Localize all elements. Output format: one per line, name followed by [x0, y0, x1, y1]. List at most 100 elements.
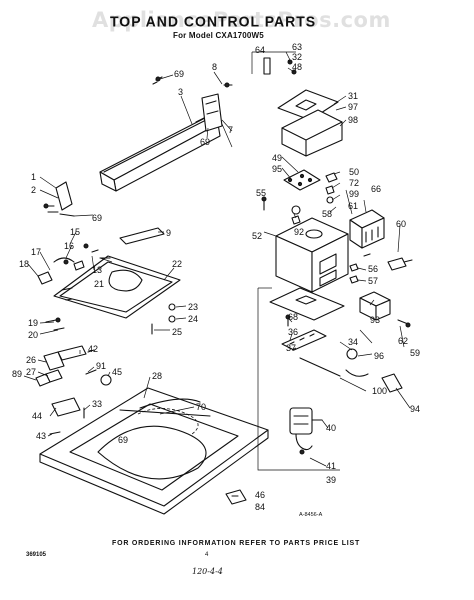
part-label-48: 48: [292, 62, 303, 72]
part-label-60: 60: [396, 219, 407, 229]
part-label-89: 89: [12, 369, 23, 379]
part-70-wire: [139, 398, 201, 409]
parts-34-96-100: [299, 348, 369, 377]
part-label-40: 40: [326, 423, 337, 433]
part-label-64: 64: [255, 45, 266, 55]
part-label-56: 56: [368, 264, 379, 274]
part-label-63: 63: [292, 42, 303, 52]
part-label-57: 57: [368, 276, 379, 286]
screws-19-20: [45, 317, 65, 331]
part-label-93: 93: [370, 315, 381, 325]
parts-50-72-99: [325, 172, 338, 204]
ordering-note: FOR ORDERING INFORMATION REFER TO PARTS …: [112, 540, 361, 547]
part-label-100: 100: [372, 386, 388, 396]
screws-68-36: [285, 314, 291, 327]
part-label-97: 97: [348, 102, 359, 112]
screw-59: [397, 319, 411, 328]
part-22-panel: [53, 255, 181, 319]
part-label-55: 55: [256, 188, 267, 198]
part-label-92: 92: [294, 227, 305, 237]
part-label-68: 68: [288, 312, 299, 322]
part-label-84: 84: [255, 502, 266, 512]
screws-23-25: [151, 303, 176, 335]
part-label-43: 43: [36, 431, 47, 441]
part-label-50: 50: [349, 167, 360, 177]
part-label-95: 95: [272, 164, 283, 174]
part-66-switch: [349, 209, 385, 257]
part-60: [387, 257, 413, 271]
part-label-70: 70: [196, 402, 207, 412]
handwritten-note: 120-4-4: [192, 567, 223, 576]
leader-lines: [23, 51, 411, 467]
part-1-bracket: [47, 181, 73, 213]
part-label-17: 17: [31, 247, 42, 257]
parts-89-91-45: [35, 369, 112, 387]
part-label-19: 19: [28, 318, 39, 328]
part-7-bracket: [201, 93, 223, 132]
screw-55: [261, 196, 267, 211]
parts-44-43-33: [49, 397, 85, 435]
parts-56-57: [349, 263, 359, 284]
drawing-reference: A-8456-A: [299, 512, 323, 518]
part-label-69: 69: [92, 213, 103, 223]
part-label-31: 31: [348, 91, 359, 101]
part-label-41: 41: [326, 461, 337, 471]
part-label-27: 27: [26, 367, 37, 377]
part-label-34: 34: [348, 337, 359, 347]
part-label-59: 59: [410, 348, 421, 358]
part-52-control-housing: [275, 217, 349, 293]
part-label-13: 13: [92, 265, 103, 275]
part-37-bracket: [281, 329, 327, 351]
screws-left: [43, 203, 75, 217]
part-label-46: 46: [255, 490, 266, 500]
part-label-99: 99: [349, 189, 360, 199]
part-label-8: 8: [212, 62, 218, 72]
part-94: [381, 373, 403, 393]
part-label-62: 62: [398, 336, 409, 346]
part-label-72: 72: [349, 178, 360, 188]
part-42-and-26: [43, 345, 95, 383]
part-label-45: 45: [112, 367, 123, 377]
part-label-24: 24: [188, 314, 199, 324]
part-9-strip: [119, 227, 165, 245]
part-label-26: 26: [26, 355, 37, 365]
part-label-37: 37: [286, 343, 297, 353]
part-28-top: [39, 387, 269, 515]
part-98-housing: [281, 109, 343, 157]
part-label-42: 42: [88, 344, 99, 354]
part-label-36: 36: [288, 327, 299, 337]
screws-top: [152, 76, 233, 123]
diagram-title: TOP AND CONTROL PARTS: [110, 12, 317, 30]
part-label-32: 32: [292, 52, 303, 62]
part-label-20: 20: [28, 330, 39, 340]
part-base-plate: [269, 287, 345, 321]
watermark: AppliancePartsPros.com: [92, 8, 391, 32]
part-label-15: 15: [70, 227, 81, 237]
part-label-33: 33: [92, 399, 103, 409]
page-number: 4: [205, 552, 209, 558]
part-label-69: 69: [174, 69, 185, 79]
part-label-23: 23: [188, 302, 199, 312]
part-label-16: 16: [64, 241, 75, 251]
part-label-18: 18: [19, 259, 30, 269]
part-label-66: 66: [371, 184, 382, 194]
part-label-7: 7: [228, 125, 234, 135]
part-label-94: 94: [410, 404, 421, 414]
model-subtitle: For Model CXA1700W5: [173, 31, 264, 40]
part-label-52: 52: [252, 231, 263, 241]
parts-58-92: [291, 205, 301, 225]
part-label-22: 22: [172, 259, 183, 269]
part-label-98: 98: [348, 115, 359, 125]
part-3-rail: [99, 117, 221, 192]
part-label-28: 28: [152, 371, 163, 381]
part-40-valve: [289, 407, 323, 455]
part-label-61: 61: [348, 201, 359, 211]
part-95-plate: [283, 169, 321, 191]
bracket-39-outline: [257, 287, 340, 471]
part-label-1: 1: [31, 172, 37, 182]
document-number: 369105: [26, 552, 47, 558]
part-label-96: 96: [374, 351, 385, 361]
part-93-box: [359, 291, 391, 321]
